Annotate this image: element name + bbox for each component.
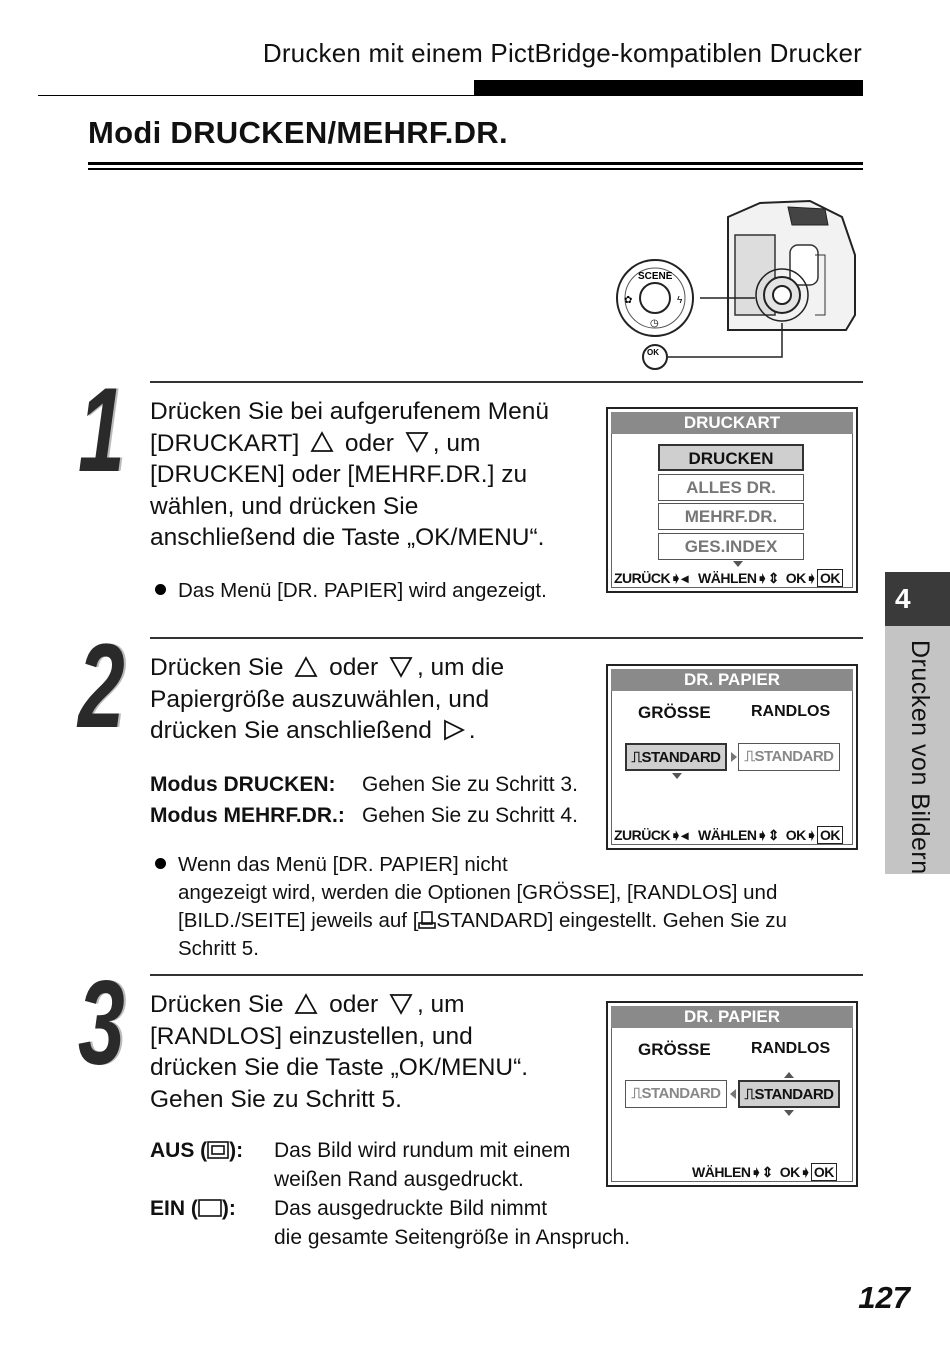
step-2-line: Drücken Sie oder , um die (150, 654, 505, 681)
screen-title: DRUCKART (611, 412, 853, 434)
running-header: Drucken mit einem PictBridge-kompatiblen… (262, 38, 862, 68)
borderless-frame-icon (198, 1199, 222, 1217)
scroll-up-icon (784, 1072, 794, 1078)
step-1-instruction: Drücken Sie bei aufgerufenem Menü [DRUCK… (150, 396, 549, 554)
page-number: 127 (858, 1280, 910, 1315)
step-2-instruction: Drücken Sie oder , um die Papiergröße au… (150, 652, 504, 747)
border-frame-icon (207, 1141, 229, 1159)
up-arrow-icon (310, 431, 334, 452)
right-arrow-icon (731, 752, 737, 762)
option-label-groesse: GRÖSSE (638, 703, 711, 722)
dr-papier-screen-randlos: DR. PAPIER GRÖSSE RANDLOS ⎍STANDARD ⎍STA… (606, 1001, 858, 1187)
step-2-rule (150, 637, 863, 639)
step-1-line: [DRUCKART] oder , um (150, 429, 481, 457)
chapter-tab-number[interactable]: 4 (885, 572, 950, 626)
screen-footer: ZURÜCK➧◂ WÄHLEN➧⇕ OK➧OK (614, 826, 843, 844)
screen-footer: WÄHLEN➧⇕ OK➧OK (692, 1163, 837, 1181)
dial-scene-label: SCENE (638, 271, 673, 282)
scroll-down-icon (672, 773, 682, 779)
size-option-standard[interactable]: ⎍STANDARD (625, 1080, 727, 1108)
randlos-options: AUS ():Das Bild wird rundum mit einem we… (150, 1136, 630, 1252)
step-1-line: Drücken Sie bei aufgerufenem Menü (150, 398, 550, 425)
menu-item-mehrf-dr[interactable]: MEHRF.DR. (658, 503, 804, 530)
screen-footer: ZURÜCK➧◂ WÄHLEN➧⇕ OK➧OK (614, 569, 843, 587)
mode-drucken: Modus DRUCKEN:Gehen Sie zu Schritt 3. (150, 773, 578, 796)
menu-item-drucken[interactable]: DRUCKEN (658, 444, 804, 471)
right-arrow-icon (443, 719, 465, 740)
down-arrow-icon (389, 993, 413, 1015)
bullet-icon (155, 858, 166, 870)
option-label-groesse: GRÖSSE (638, 1040, 711, 1059)
svg-text:ϟ: ϟ (677, 295, 683, 306)
step-3-line: drücken Sie die Taste „OK/MENU“. (150, 1054, 529, 1081)
size-option-standard[interactable]: ⎍STANDARD (625, 743, 727, 771)
up-arrow-icon (294, 655, 318, 677)
step-3-line: Drücken Sie oder , um (150, 991, 465, 1018)
menu-item-ges-index[interactable]: GES.INDEX (658, 533, 804, 560)
menu-item-alles-dr[interactable]: ALLES DR. (658, 474, 804, 501)
step-1-note: Das Menü [DR. PAPIER] wird angezeigt. (155, 577, 547, 605)
step-2-line: Papiergröße auszuwählen, und (150, 685, 490, 713)
step-2-number: 2 (78, 619, 125, 753)
step-3-rule (150, 974, 863, 976)
down-arrow-icon (405, 432, 429, 453)
svg-text:◷: ◷ (650, 318, 659, 329)
step-1-number: 1 (78, 363, 125, 497)
step-1-line: anschließend die Taste „OK/MENU“. (150, 524, 545, 551)
step-2-note: Wenn das Menü [DR. PAPIER] nicht angezei… (155, 851, 845, 963)
step-3-line: Gehen Sie zu Schritt 5. (150, 1085, 402, 1113)
option-label-randlos: RANDLOS (751, 1040, 831, 1057)
scroll-down-icon (784, 1110, 794, 1116)
step-1-line: wählen, und drücken Sie (150, 492, 419, 520)
step-1-line: [DRUCKEN] oder [MEHRF.DR.] zu (150, 461, 528, 488)
druckart-screen: DRUCKART DRUCKEN ALLES DR. MEHRF.DR. GES… (606, 407, 858, 593)
step-3-number: 3 (78, 956, 125, 1090)
svg-text:✿: ✿ (624, 295, 632, 306)
bullet-icon (155, 584, 166, 596)
header-bar (474, 80, 863, 96)
chapter-tab[interactable] (885, 626, 950, 874)
step-1-rule (150, 381, 863, 383)
scroll-down-icon (733, 561, 743, 567)
up-arrow-icon (294, 992, 318, 1014)
left-arrow-icon (730, 1089, 736, 1099)
paper-size-icon (418, 911, 437, 929)
title-rule (88, 162, 863, 165)
randlos-option-standard[interactable]: ⎍STANDARD (738, 743, 840, 771)
step-3-instruction: Drücken Sie oder , um [RANDLOS] einzuste… (150, 989, 528, 1115)
step-2-line: drücken Sie anschließend . (150, 717, 476, 744)
option-aus: AUS ():Das Bild wird rundum mit einem we… (150, 1139, 571, 1191)
header-rule (38, 95, 474, 96)
camera-illustration: SCENE ✿ ϟ ◷ OK (616, 199, 856, 370)
screen-title: DR. PAPIER (611, 669, 853, 691)
title-rule-second (88, 168, 863, 170)
option-label-randlos: RANDLOS (751, 703, 831, 720)
section-title: Modi DRUCKEN/MEHRF.DR. (88, 115, 508, 150)
screen-title: DR. PAPIER (611, 1006, 853, 1028)
chapter-tab-label: Drucken von Bildern (906, 640, 934, 875)
dr-papier-screen-size: DR. PAPIER GRÖSSE RANDLOS ⎍STANDARD ⎍STA… (606, 664, 858, 850)
down-arrow-icon (389, 656, 413, 678)
step-3-line: [RANDLOS] einzustellen, und (150, 1022, 473, 1050)
ok-button-label: OK (647, 348, 659, 357)
mode-mehrf-dr: Modus MEHRF.DR.:Gehen Sie zu Schritt 4. (150, 804, 578, 827)
randlos-option-standard[interactable]: ⎍STANDARD (738, 1080, 840, 1108)
mode-list: Modus DRUCKEN:Gehen Sie zu Schritt 3. Mo… (150, 769, 578, 831)
option-ein: EIN ():Das ausgedruckte Bild nimmt die g… (150, 1197, 631, 1249)
